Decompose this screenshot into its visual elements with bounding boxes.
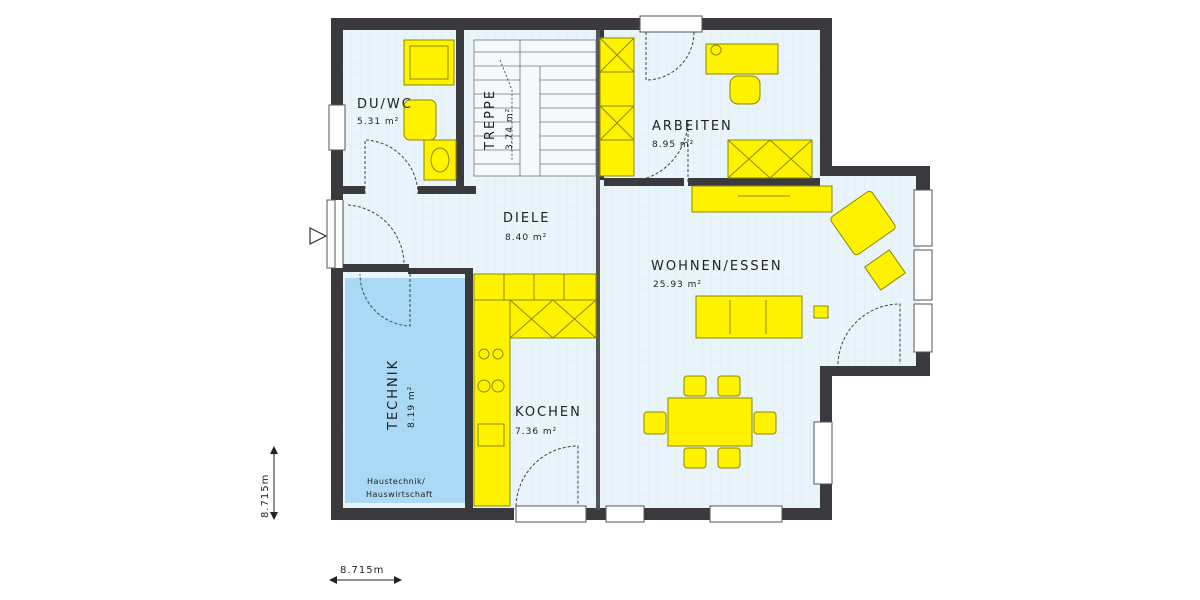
room-area-treppe: 3.74 m² bbox=[505, 108, 515, 150]
room-area-wohnen-essen: 25.93 m² bbox=[653, 280, 702, 290]
room-name-treppe: TREPPE bbox=[483, 89, 498, 151]
outer-walls bbox=[331, 18, 930, 520]
kitchen-cabinets bbox=[509, 299, 597, 339]
toilet bbox=[403, 99, 437, 141]
room-name-diele: DIELE bbox=[503, 211, 551, 226]
room-area-du-wc: 5.31 m² bbox=[357, 117, 399, 127]
windows bbox=[328, 15, 933, 523]
room-name-wohnen-essen: WOHNEN/ESSEN bbox=[651, 259, 783, 274]
room-area-kochen: 7.36 m² bbox=[515, 427, 557, 437]
entrance-arrow-icon bbox=[309, 199, 336, 269]
technik-sublabel-2: Hauswirtschaft bbox=[366, 490, 433, 499]
room-area-arbeiten: 8.95 m² bbox=[652, 140, 694, 150]
sofa bbox=[695, 295, 803, 339]
wardrobe bbox=[599, 37, 635, 177]
technik-sublabel-1: Haustechnik/ bbox=[367, 477, 425, 486]
wash-basin bbox=[423, 139, 457, 181]
room-name-arbeiten: ARBEITEN bbox=[652, 119, 733, 134]
kitchen-counter bbox=[473, 299, 511, 507]
door-swings bbox=[342, 31, 901, 507]
armchair bbox=[830, 190, 896, 256]
chair bbox=[753, 411, 777, 435]
side-table bbox=[863, 249, 907, 291]
dimension-width: 8.715m bbox=[329, 565, 402, 584]
upper-cabinets bbox=[473, 273, 597, 301]
dimension-depth: 8.715m bbox=[260, 446, 278, 520]
dining-table bbox=[667, 397, 753, 447]
dimension-depth-label: 8.715m bbox=[260, 474, 271, 518]
technik-floor bbox=[345, 278, 465, 503]
room-name-technik: TECHNIK bbox=[386, 359, 401, 431]
room-area-diele: 8.40 m² bbox=[505, 233, 547, 243]
sink bbox=[477, 423, 505, 447]
sideboard bbox=[727, 139, 813, 179]
chair bbox=[717, 447, 741, 469]
room-name-du-wc: DU/WC bbox=[357, 97, 413, 112]
tv-cabinet bbox=[691, 185, 833, 213]
chair bbox=[683, 447, 707, 469]
dimension-width-label: 8.715m bbox=[340, 565, 384, 576]
shower-tray bbox=[403, 39, 455, 86]
chair bbox=[643, 411, 667, 435]
room-area-technik: 8.19 m² bbox=[407, 386, 417, 428]
furniture bbox=[403, 37, 907, 507]
room-labels: DU/WC 5.31 m² TREPPE 3.74 m² ARBEITEN 8.… bbox=[357, 89, 783, 499]
lamp-table bbox=[813, 305, 829, 319]
staircase bbox=[473, 39, 597, 177]
chair bbox=[717, 375, 741, 397]
room-name-kochen: KOCHEN bbox=[515, 405, 582, 420]
office-chair bbox=[729, 75, 761, 105]
chair bbox=[683, 375, 707, 397]
desk bbox=[705, 43, 779, 75]
